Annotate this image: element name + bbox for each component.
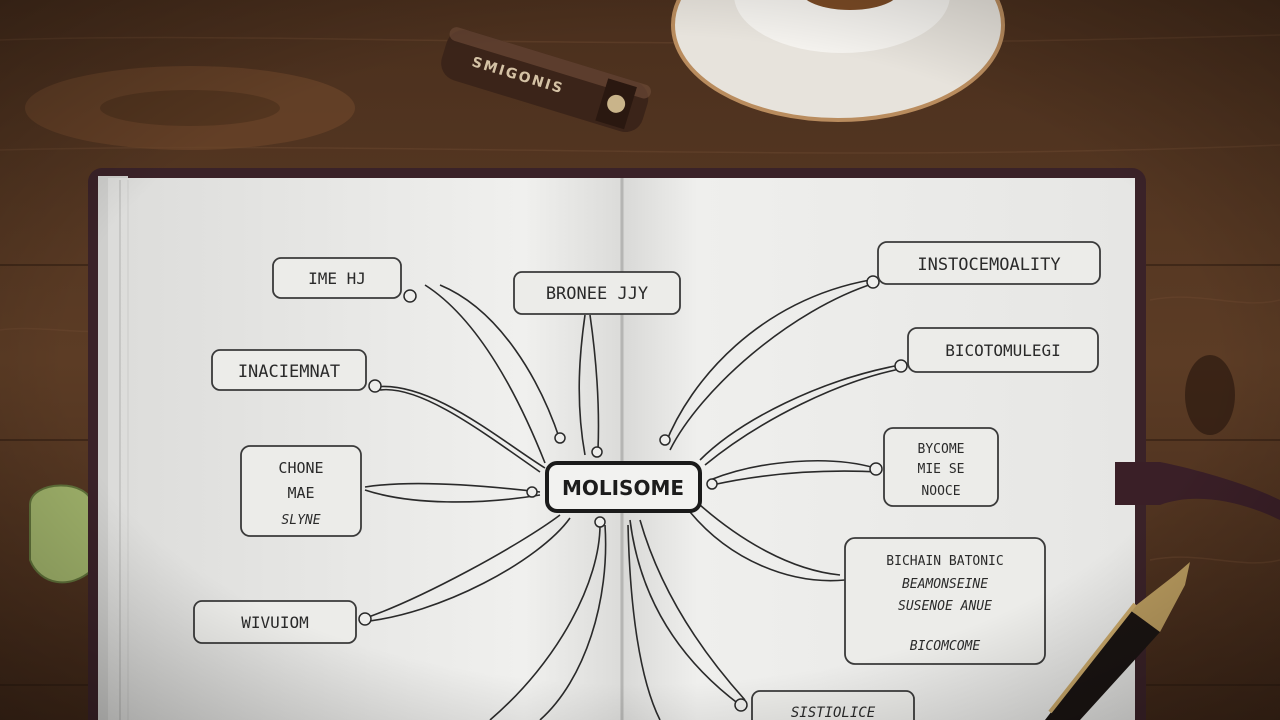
node-label-9b: BEAMONSEINE [902, 577, 988, 592]
center-node-label: MOLISOME [562, 476, 684, 500]
node-label-3: INACIEMNAT [238, 362, 340, 382]
node-label-8a: BYCOME [918, 442, 965, 457]
node-label-9a: BICHAIN BATONIC [886, 554, 1003, 569]
node-label-4a: CHONE [278, 459, 323, 477]
node-label-8c: NOOCE [921, 484, 960, 499]
node-label-1: IME HJ [308, 269, 366, 288]
node-label-7: BICOTOMULEGI [945, 341, 1061, 360]
node-label-8b: MIE SE [918, 462, 965, 477]
bookmark-tab [29, 484, 93, 584]
node-label-6: INSTOCEMOALITY [917, 255, 1060, 275]
node-label-4b: MAE [287, 484, 314, 502]
node-label-9c: SUSENOE ANUE [898, 599, 992, 614]
node-label-5: WIVUIOM [241, 613, 308, 632]
node-label-2: BRONEE JJY [546, 284, 648, 304]
node-label-10: SISTIOLICE [791, 705, 876, 720]
node-label-4c: SLYNE [281, 513, 320, 528]
mindmap-center-node: MOLISOME [545, 461, 702, 513]
node-label-9d: BICOMCOME [910, 639, 981, 654]
